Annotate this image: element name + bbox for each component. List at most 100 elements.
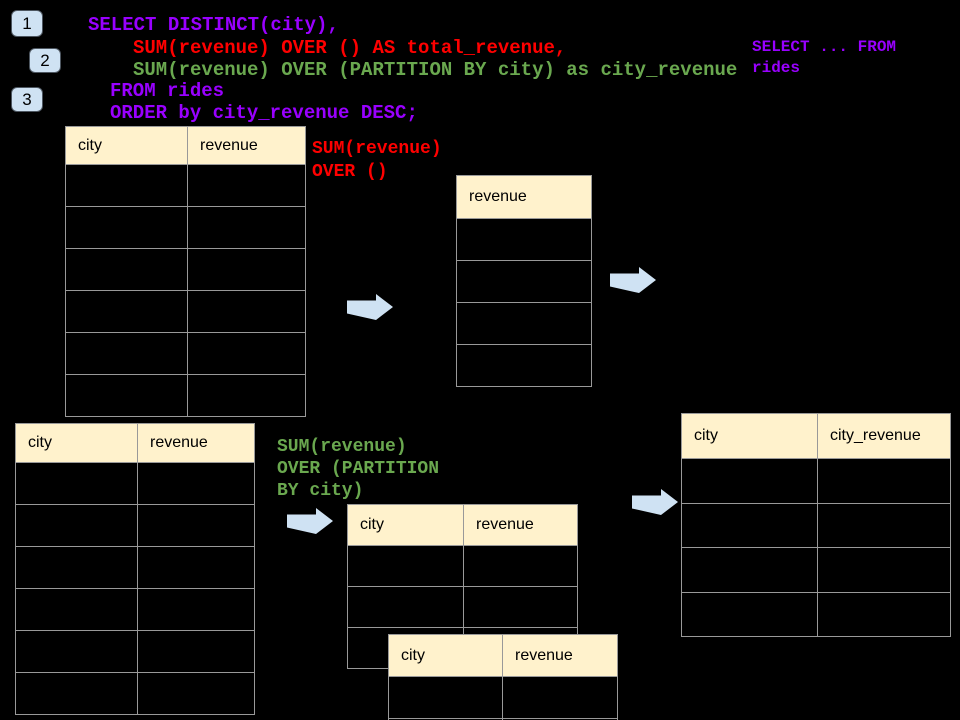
table-cell — [137, 546, 255, 589]
table-row — [65, 290, 306, 333]
table-cell — [65, 248, 188, 291]
table-cell — [187, 290, 306, 333]
right-arrow-icon — [632, 489, 678, 515]
table-header-cell: city — [15, 423, 138, 463]
step-badge-2: 2 — [29, 48, 61, 73]
table-cell — [347, 586, 464, 628]
sql-line-from: FROM rides — [110, 80, 225, 102]
table-cell — [65, 206, 188, 249]
table-cell — [456, 302, 592, 345]
table-row — [388, 718, 618, 720]
right-arrow-icon — [347, 294, 393, 320]
sql-line-city-revenue: SUM(revenue) OVER (PARTITION BY city) as… — [133, 59, 738, 81]
table-cell — [681, 458, 818, 504]
table-cell — [817, 591, 951, 637]
table-row — [347, 545, 578, 587]
select-from-rides-note: SELECT ... FROM rides — [752, 38, 897, 77]
right-arrow-icon — [287, 508, 333, 534]
table-cell — [15, 630, 138, 673]
table-header-cell: revenue — [456, 175, 592, 219]
table-row — [681, 458, 951, 504]
table-header-cell: city_revenue — [817, 413, 951, 459]
table-row — [15, 504, 255, 547]
table-cell — [456, 218, 592, 261]
table-cell — [502, 718, 618, 720]
table-cell — [817, 547, 951, 593]
sql-line-order-by: ORDER by city_revenue DESC; — [110, 102, 418, 124]
table-cell — [137, 462, 255, 505]
table-cell — [65, 164, 188, 207]
table-row — [65, 374, 306, 417]
table-row — [65, 164, 306, 207]
table-header-cell: revenue — [502, 634, 618, 677]
table-row — [65, 206, 306, 249]
table-cell — [681, 547, 818, 593]
table-header-cell: city — [347, 504, 464, 546]
table-cell — [15, 672, 138, 715]
table-row — [15, 462, 255, 505]
table-cell — [502, 676, 618, 719]
table-row — [15, 546, 255, 589]
table-cell — [137, 630, 255, 673]
right-arrow-icon — [610, 267, 656, 293]
table-row — [15, 630, 255, 673]
table-row — [456, 344, 592, 387]
table-cell — [456, 260, 592, 303]
sql-line-select: SELECT DISTINCT(city), — [88, 14, 339, 36]
table-row — [15, 588, 255, 631]
table-row — [388, 676, 618, 719]
table-row — [681, 547, 951, 593]
table-header-cell: revenue — [187, 126, 306, 165]
table-row — [456, 302, 592, 345]
step-badge-1: 1 — [11, 10, 43, 37]
table-cell — [65, 374, 188, 417]
table-cell — [187, 206, 306, 249]
sum-over-annotation: SUM(revenue) OVER () — [312, 139, 442, 182]
table-row — [456, 260, 592, 303]
table-cell — [187, 248, 306, 291]
table-row — [456, 218, 592, 261]
table-cell — [65, 290, 188, 333]
table-cell — [15, 462, 138, 505]
table-row — [681, 502, 951, 548]
table-cell — [463, 586, 578, 628]
table-cell — [187, 332, 306, 375]
table-cell — [65, 332, 188, 375]
table-cell — [681, 502, 818, 548]
table-cell — [817, 458, 951, 504]
sum-over-partition-annotation: SUM(revenue) OVER (PARTITION BY city) — [277, 437, 440, 501]
table-header-cell: city — [388, 634, 503, 677]
table-header-cell: revenue — [137, 423, 255, 463]
step-badge-3: 3 — [11, 87, 43, 112]
table-cell — [15, 504, 138, 547]
total-revenue-table: revenue — [456, 175, 592, 387]
table-cell — [15, 588, 138, 631]
table-cell — [817, 502, 951, 548]
table-header-cell: revenue — [463, 504, 578, 546]
table-cell — [187, 164, 306, 207]
table-cell — [187, 374, 306, 417]
table-header-cell: city — [65, 126, 188, 165]
sql-line-total-revenue: SUM(revenue) OVER () AS total_revenue, — [133, 37, 567, 59]
table-cell — [15, 546, 138, 589]
table-cell — [388, 676, 503, 719]
table-cell — [137, 672, 255, 715]
table-row — [65, 248, 306, 291]
table-cell — [347, 545, 464, 587]
data-table: revenue — [456, 175, 592, 387]
table-cell — [456, 344, 592, 387]
table-row — [347, 586, 578, 628]
table-header-cell: city — [681, 413, 818, 459]
table-cell — [137, 588, 255, 631]
table-cell — [681, 591, 818, 637]
table-row — [65, 332, 306, 375]
